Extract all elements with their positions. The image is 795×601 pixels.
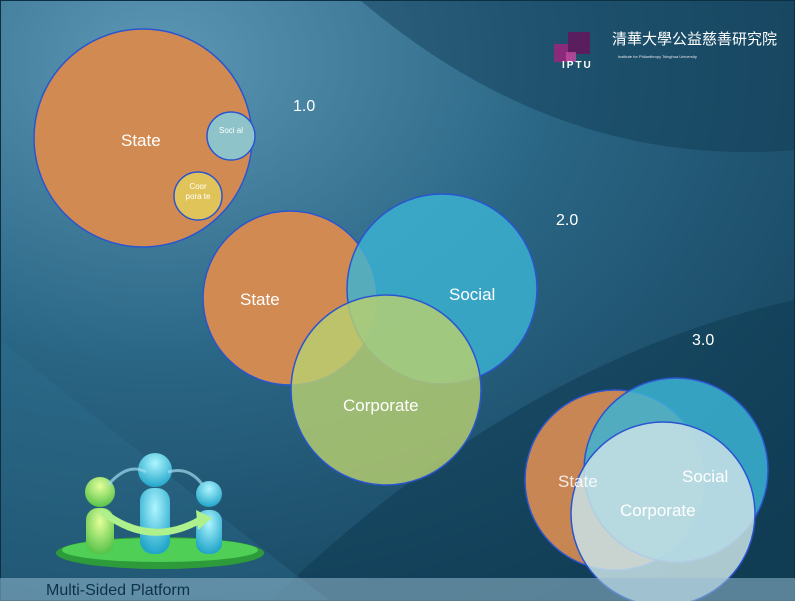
caption-text: Multi-Sided Platform	[46, 582, 191, 599]
logo-abbrev: IPTU	[562, 60, 593, 71]
social-label-1: Soci al	[219, 126, 244, 135]
version-label-2: 2.0	[556, 212, 579, 229]
platform-figures-icon	[56, 453, 264, 569]
logo-chinese-name: 清華大學公益慈善研究院	[612, 30, 778, 48]
logo-subtitle: Institute for Philanthropy Tsinghua Univ…	[618, 54, 697, 59]
version-label-3: 3.0	[692, 332, 715, 349]
diagram-3-0	[524, 377, 769, 601]
diagram-1-0	[33, 28, 256, 248]
state-label-1: State	[121, 131, 161, 150]
social-circle-1	[206, 111, 256, 161]
corporate-circle-3	[570, 421, 756, 601]
corporate-label-1: Coor pora te	[185, 182, 211, 201]
corporate-label-3: Corporate	[620, 501, 696, 520]
version-label-1: 1.0	[293, 98, 316, 115]
social-label-3: Social	[682, 467, 729, 486]
corporate-circle-2	[290, 294, 482, 486]
iptu-logo-icon	[554, 32, 590, 62]
state-label-3: State	[558, 472, 598, 491]
corporate-circle-1	[173, 171, 223, 221]
corporate-label-2: Corporate	[343, 396, 419, 415]
institute-logo: IPTU 清華大學公益慈善研究院 Institute for Philanthr…	[548, 22, 788, 74]
caption-bar: Multi-Sided Platform	[0, 578, 795, 601]
diagram-2-0	[202, 193, 538, 486]
state-label-2: State	[240, 290, 280, 309]
social-label-2: Social	[449, 285, 496, 304]
